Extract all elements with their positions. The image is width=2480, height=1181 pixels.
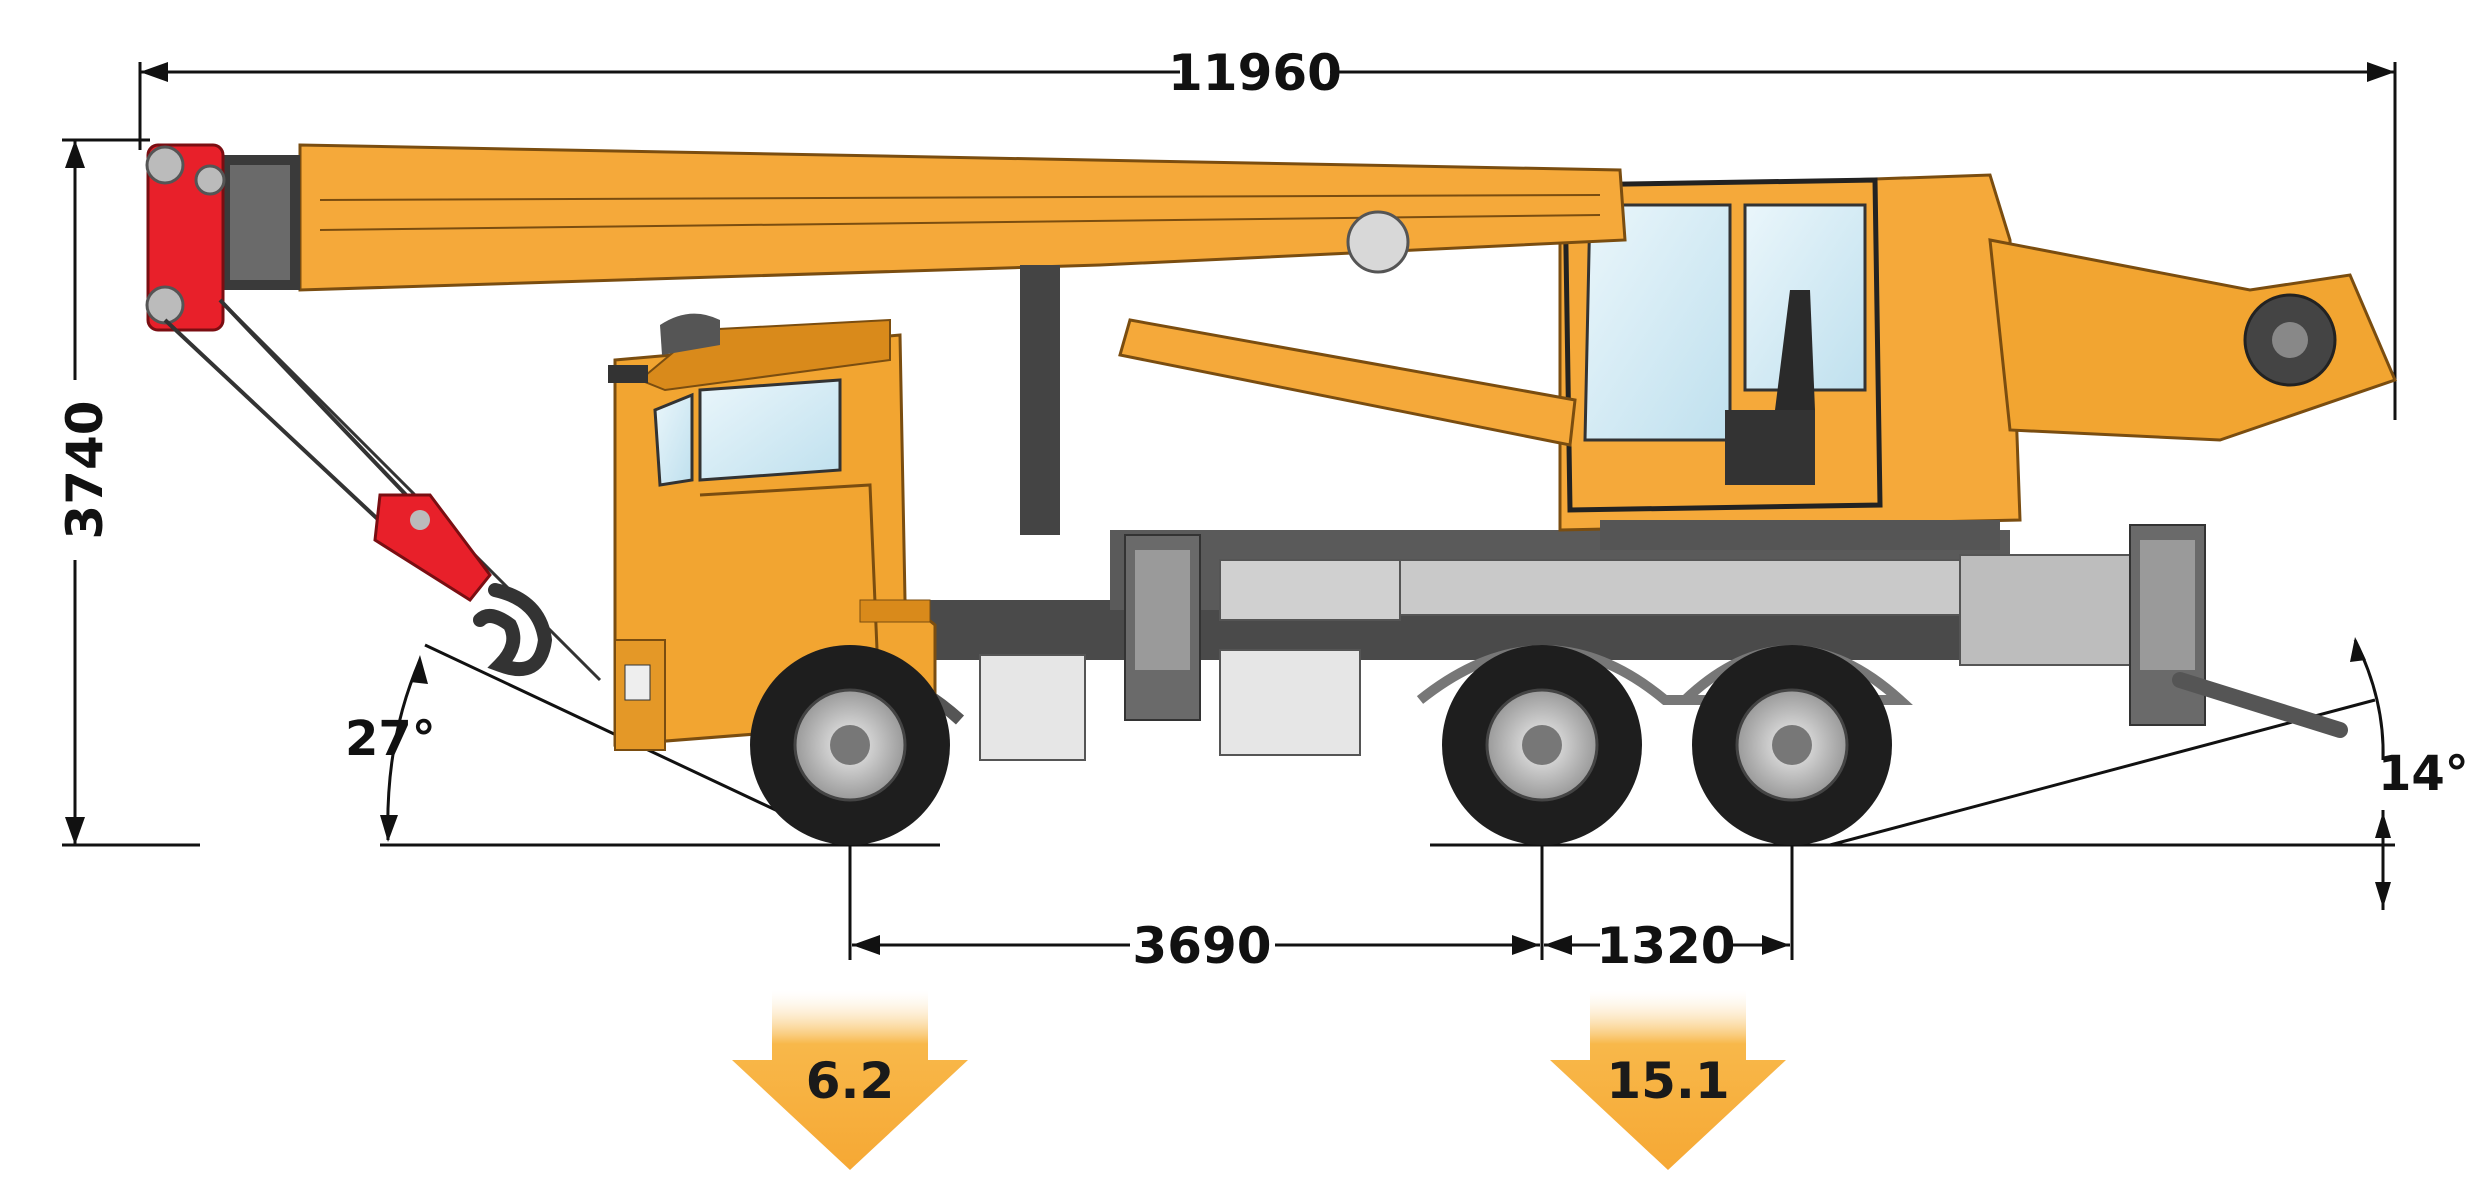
rear-axle-load-label: 15.1 — [1606, 1052, 1729, 1110]
front-wheel — [750, 645, 950, 845]
overall-height-label: 3740 — [56, 400, 114, 539]
dimension-departure-angle: 14° — [1829, 637, 2469, 910]
rear-axle-load-arrow: 15.1 — [1550, 990, 1786, 1170]
rear-wheel-1 — [1442, 645, 1642, 845]
crane-operator-cabin — [1562, 177, 1883, 513]
front-axle-load-arrow: 6.2 — [732, 990, 968, 1170]
wheelbase-rear-label: 1320 — [1596, 917, 1735, 975]
rear-wheel-2 — [1692, 645, 1892, 845]
overall-length-label: 11960 — [1168, 44, 1342, 102]
dimension-overall-height: 3740 — [56, 138, 150, 845]
hook-block — [373, 493, 553, 676]
crane-boom — [220, 143, 1627, 292]
boom-lift-cylinder — [1020, 265, 1577, 535]
departure-angle-label: 14° — [2378, 746, 2469, 802]
wheelbase-front-label: 3690 — [1132, 917, 1271, 975]
truck-cab — [608, 313, 937, 751]
front-axle-load-label: 6.2 — [806, 1052, 895, 1110]
dimension-overall-length: 11960 — [138, 44, 2397, 420]
boom-head — [145, 143, 226, 332]
dimension-wheelbase: 3690 1320 — [848, 845, 1794, 975]
approach-angle-label: 27° — [345, 711, 436, 767]
